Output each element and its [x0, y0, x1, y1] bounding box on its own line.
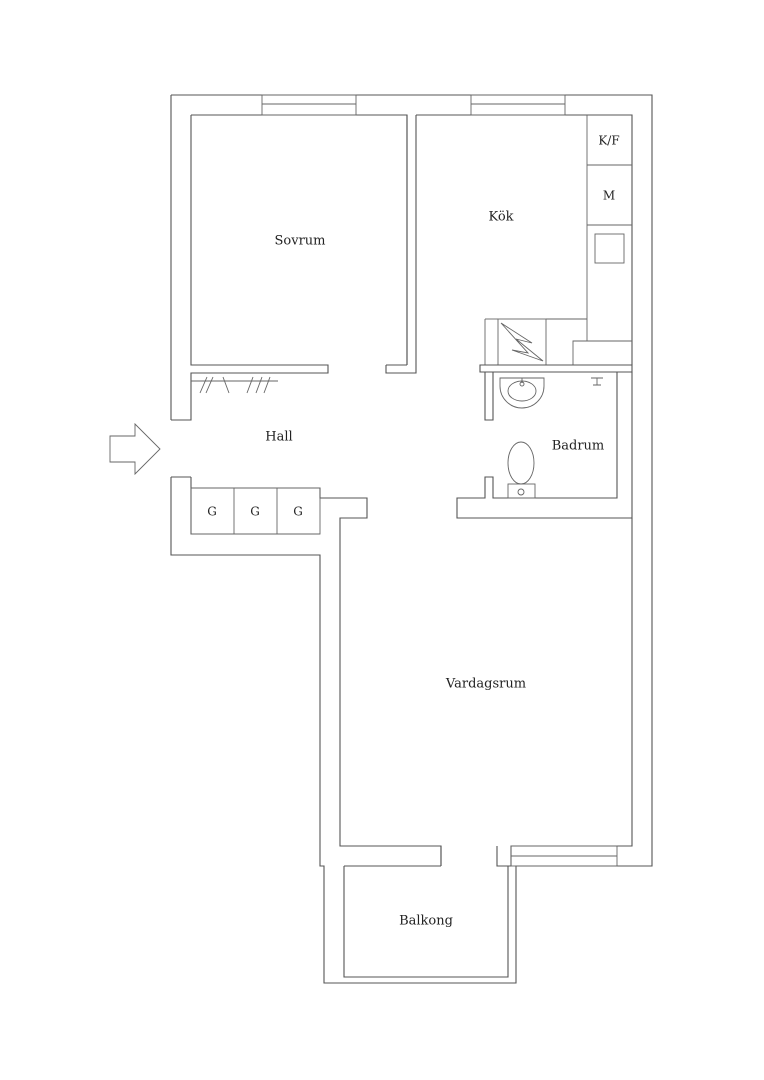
wardrobe-unit	[190, 487, 321, 535]
fixture-label-wardrobe-2: G	[250, 505, 260, 519]
window-sovrum	[261, 94, 357, 116]
stove	[594, 233, 625, 264]
fixture-label-wardrobe-3: G	[293, 505, 303, 519]
toilet-icon	[507, 441, 535, 485]
electrical-icon	[500, 322, 544, 362]
fixture-label-fridge-freezer: K/F	[598, 134, 619, 148]
kok-walls	[415, 114, 633, 365]
vardagsrum-walls	[440, 518, 633, 867]
kitchen-counter	[546, 115, 632, 365]
hall-left-wall	[171, 476, 442, 866]
shower-icon	[591, 377, 603, 386]
hall-wardrobe-doors	[191, 376, 278, 394]
kok-bottom-wall	[479, 364, 633, 373]
sovrum-door-wall	[385, 115, 417, 374]
room-label-hall: Hall	[265, 430, 292, 445]
room-label-vardagsrum: Vardagsrum	[445, 677, 526, 692]
outer-wall	[170, 94, 653, 984]
sink-icon	[499, 377, 545, 409]
room-label-kok: Kök	[488, 210, 513, 225]
fixture-label-wardrobe-1: G	[207, 505, 217, 519]
badrum-walls	[456, 372, 633, 519]
window-kok	[470, 94, 566, 116]
room-label-sovrum: Sovrum	[275, 234, 326, 249]
fixture-label-microwave: M	[603, 189, 615, 203]
entrance-arrow-icon	[109, 422, 161, 476]
sovrum-walls	[171, 114, 408, 421]
room-label-balkong: Balkong	[399, 914, 453, 929]
room-label-badrum: Badrum	[552, 439, 605, 454]
balkong-walls	[343, 865, 509, 978]
